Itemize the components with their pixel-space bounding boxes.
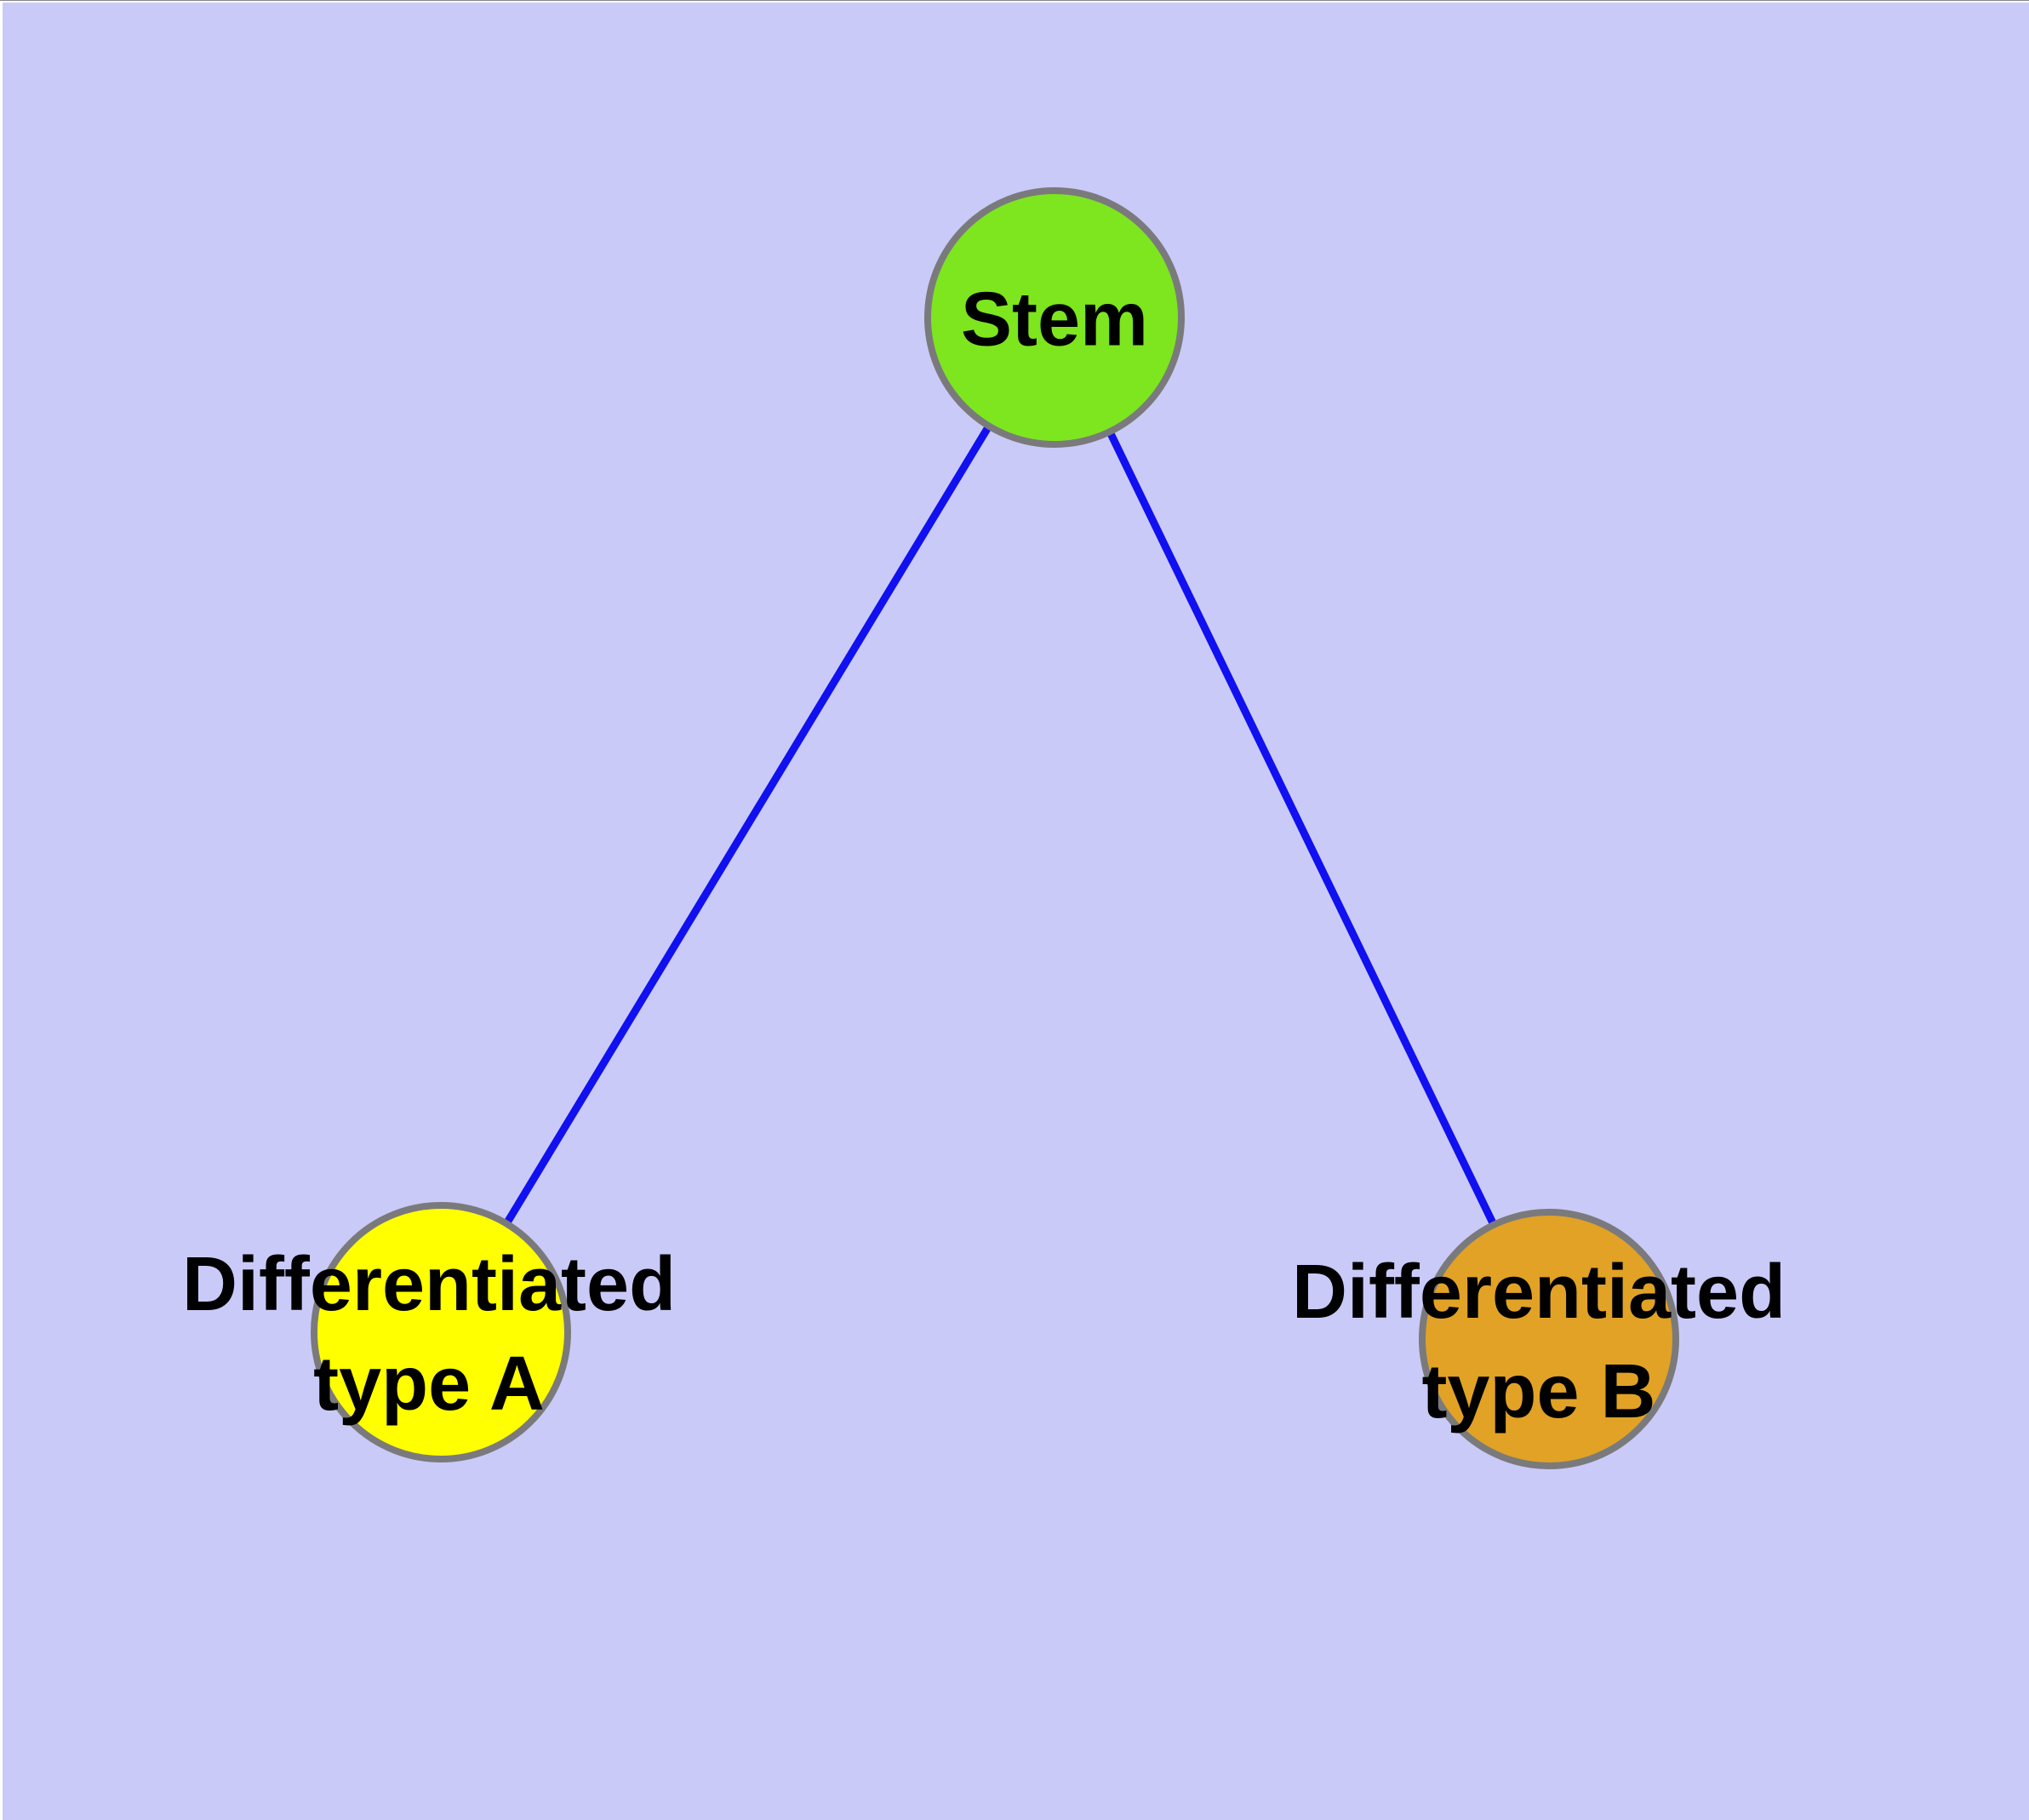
node-type-a-circle xyxy=(311,1202,571,1462)
node-type-b-label: Differentiated type B xyxy=(1291,1250,1786,1434)
node-type-b-circle xyxy=(1419,1209,1679,1469)
edge-stem-to-type-a xyxy=(437,315,1058,1335)
node-type-a-label: Differentiated type A xyxy=(181,1242,677,1427)
node-stem-circle xyxy=(924,187,1185,448)
node-stem-label: Stem xyxy=(960,277,1149,363)
edge-stem-to-type-b xyxy=(1050,316,1553,1341)
